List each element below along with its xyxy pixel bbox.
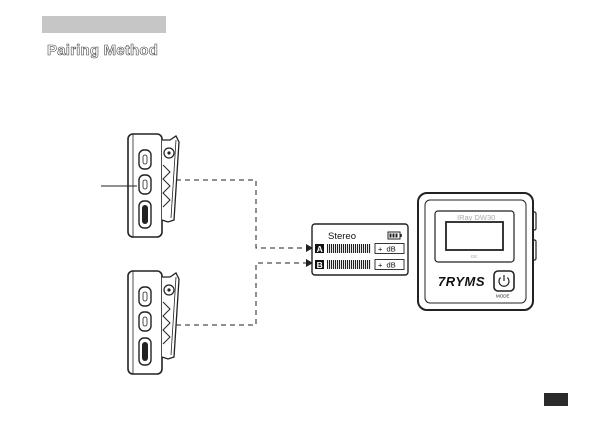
- receiver: IRay DW30 DE 7RYMS MODE: [418, 193, 536, 310]
- meter-segment: [337, 244, 338, 253]
- channel-a-readout: + dB: [378, 245, 396, 254]
- meter-segment: [335, 244, 336, 253]
- meter-segment: [343, 260, 344, 269]
- display-panel: Stereo A + dB B + dB: [312, 224, 408, 275]
- meter-segment: [359, 244, 360, 253]
- channel-b-badge-letter: B: [317, 260, 323, 270]
- meter-segment: [329, 244, 330, 253]
- meter-segment: [333, 260, 334, 269]
- meter-segment: [347, 244, 348, 253]
- meter-segment: [329, 260, 330, 269]
- meter-segment: [369, 260, 370, 269]
- meter-segment: [341, 244, 342, 253]
- meter-segment: [351, 244, 352, 253]
- channel-b-readout: + dB: [378, 261, 396, 270]
- meter-segment: [335, 260, 336, 269]
- meter-segment: [341, 260, 342, 269]
- meter-segment: [353, 260, 354, 269]
- meter-segment: [339, 244, 340, 253]
- meter-segment: [331, 260, 332, 269]
- meter-segment: [367, 244, 368, 253]
- meter-segment: [357, 260, 358, 269]
- meter-segment: [363, 260, 364, 269]
- meter-segment: [355, 260, 356, 269]
- battery-icon: [388, 232, 402, 239]
- meter-segment: [365, 244, 366, 253]
- channel-a-badge-letter: A: [317, 244, 323, 254]
- meter-segment: [331, 244, 332, 253]
- meter-segment: [345, 260, 346, 269]
- meter-segment: [367, 260, 368, 269]
- meter-segment: [363, 244, 364, 253]
- meter-segment: [361, 260, 362, 269]
- meter-segment: [365, 260, 366, 269]
- meter-segment: [355, 244, 356, 253]
- display-mode-label: Stereo: [328, 231, 356, 242]
- page-marker: [544, 393, 568, 406]
- receiver-model-label: IRay DW30: [457, 213, 495, 222]
- brand-logo: 7RYMS: [438, 274, 485, 289]
- meter-segment: [359, 260, 360, 269]
- meter-segment: [345, 244, 346, 253]
- connection-a: [176, 180, 306, 248]
- meter-segment: [333, 244, 334, 253]
- receiver-screen: [446, 222, 503, 250]
- meter-segment: [339, 260, 340, 269]
- meter-segment: [349, 244, 350, 253]
- meter-segment: [337, 260, 338, 269]
- connection-b: [176, 263, 306, 325]
- mode-button-label: MODE: [496, 294, 510, 299]
- meter-segment: [361, 244, 362, 253]
- meter-segment: [327, 260, 328, 269]
- meter-segment: [357, 244, 358, 253]
- meter-segment: [351, 260, 352, 269]
- meter-segment: [327, 244, 328, 253]
- meter-segment: [369, 244, 370, 253]
- meter-segment: [353, 244, 354, 253]
- meter-segment: [347, 260, 348, 269]
- meter-segment: [343, 244, 344, 253]
- meter-segment: [349, 260, 350, 269]
- receiver-screen-caption: DE: [471, 254, 477, 259]
- transmitter-b: [128, 271, 179, 374]
